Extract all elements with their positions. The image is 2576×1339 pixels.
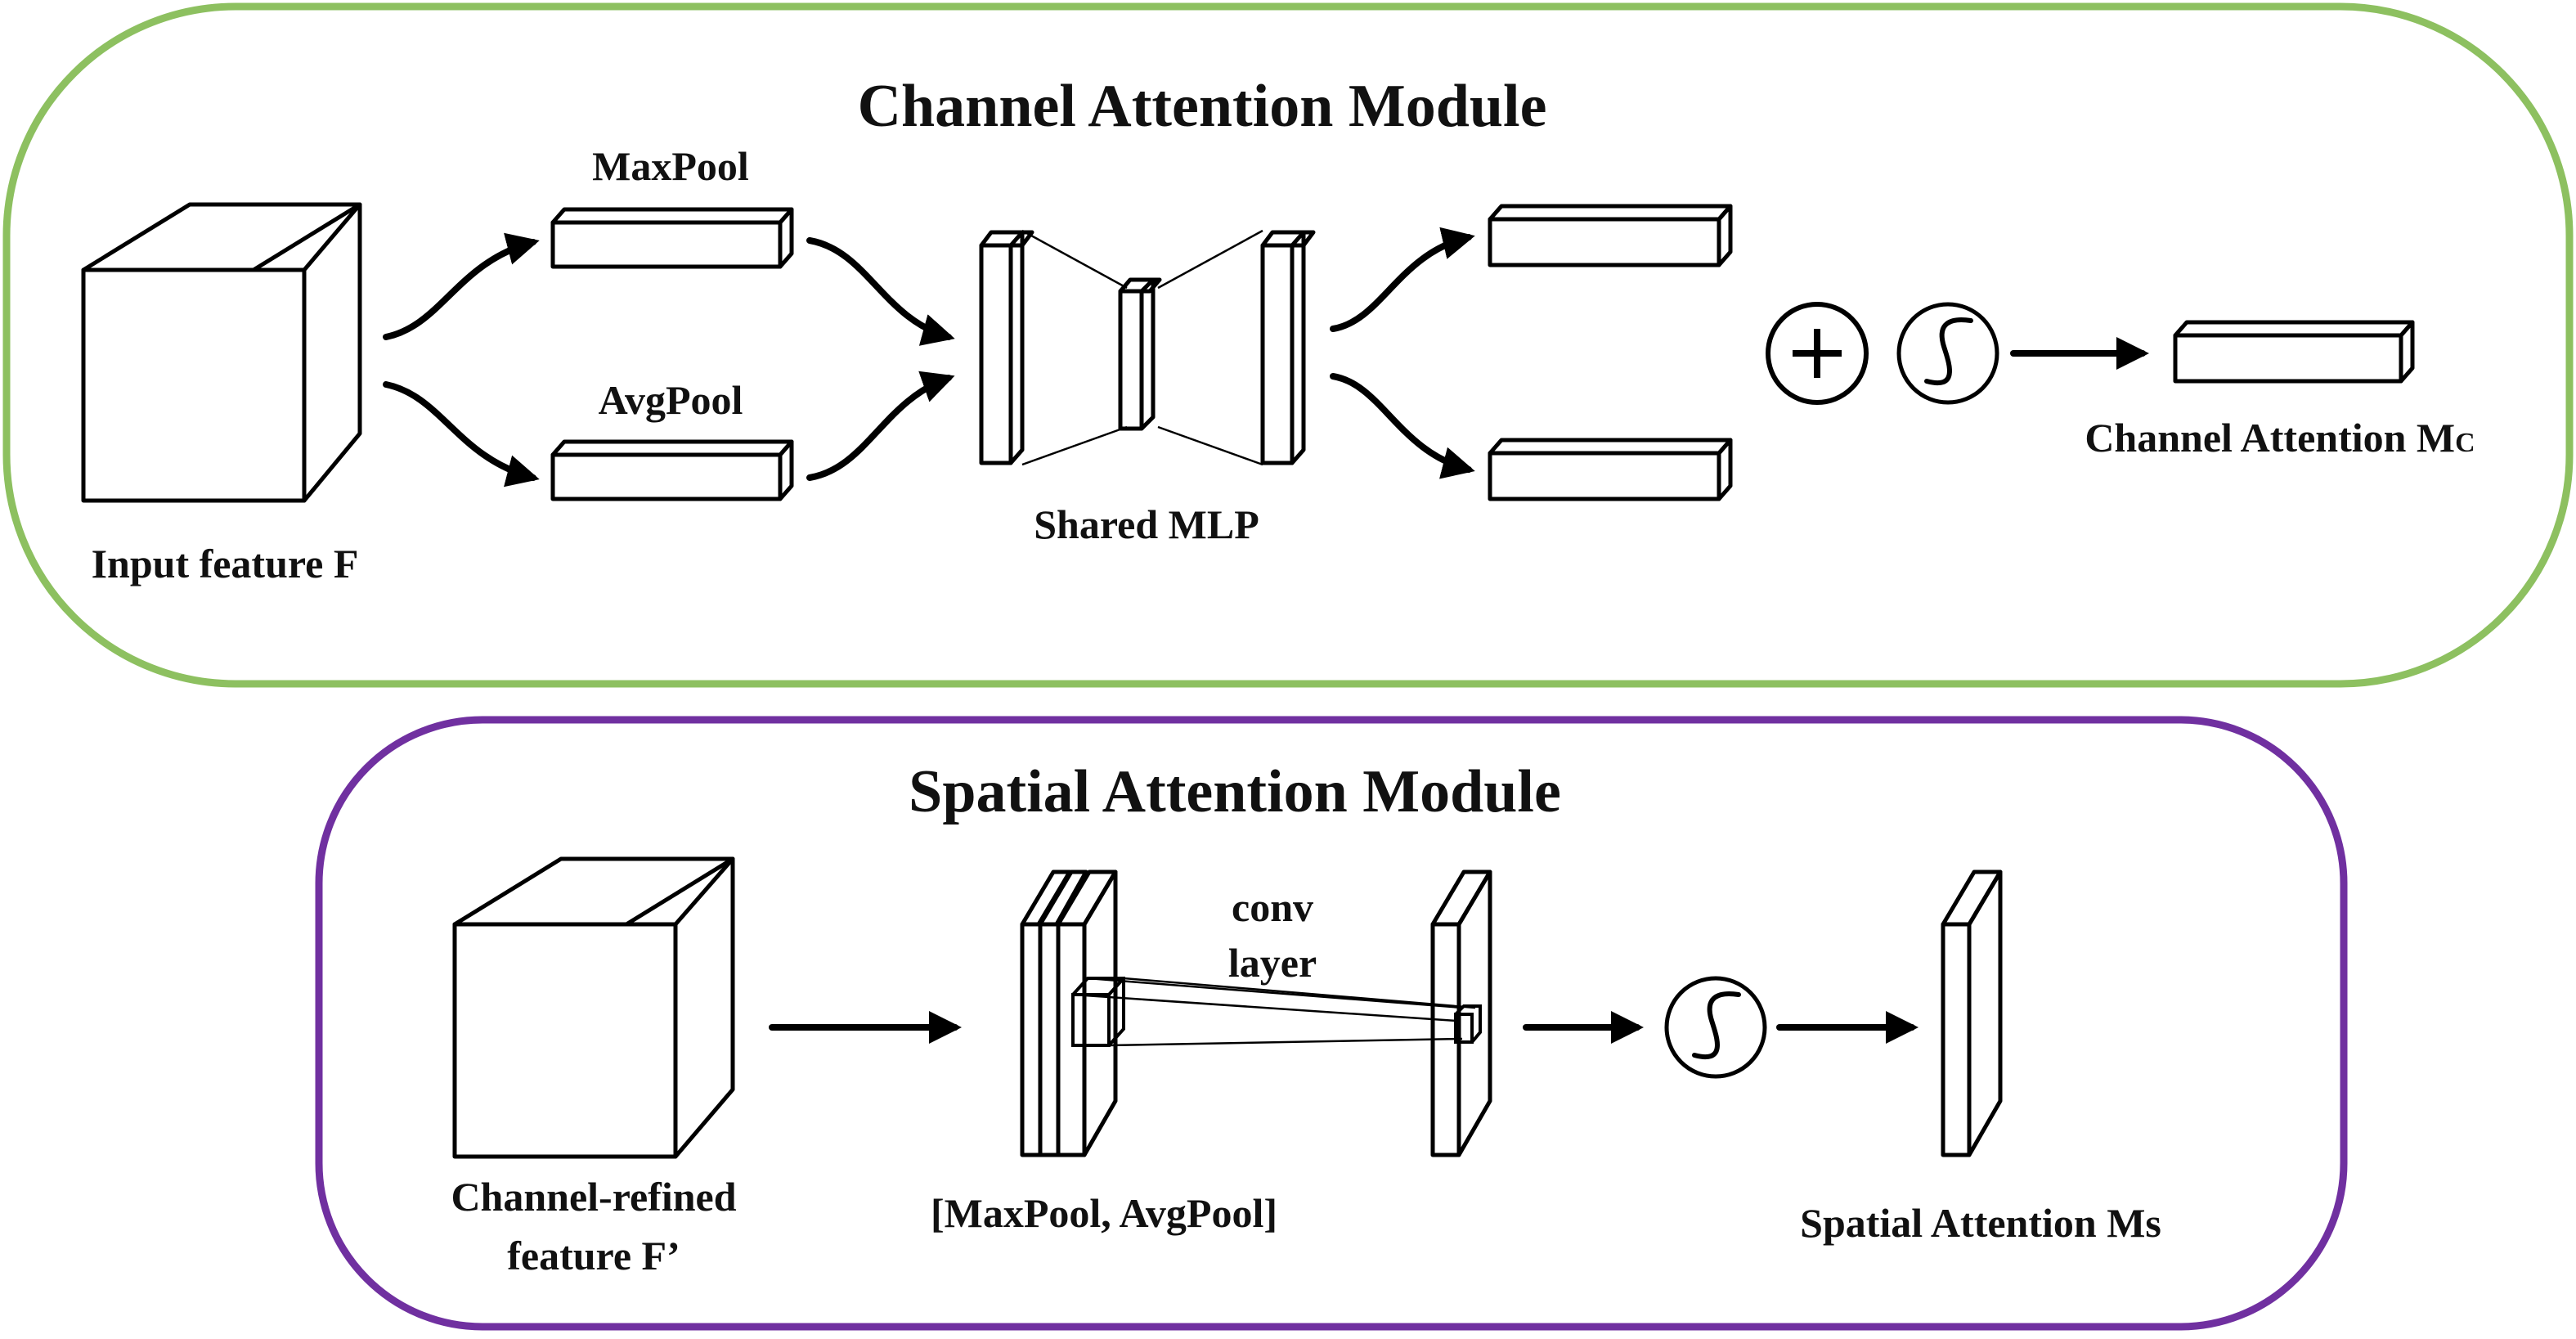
conv-layer-label-line2: layer <box>1228 940 1317 986</box>
spatial-module-title: Spatial Attention Module <box>909 758 1561 825</box>
avgpool-bar <box>550 439 794 501</box>
arrow-to-maxpool <box>383 232 540 340</box>
mlp-output-avgpool-bar <box>1488 438 1733 501</box>
input-feature-label: Input feature F <box>92 541 359 586</box>
channel-module-border <box>2 2 2574 688</box>
spatial-module-border <box>315 716 2348 1331</box>
spatial-attention-output-map <box>1941 869 2003 1157</box>
arrow-mlp-to-bottom-output <box>1330 373 1475 479</box>
channel-refined-feature-cube <box>452 856 735 1159</box>
plus-icon <box>1766 302 1869 405</box>
channel-refined-label-line2: feature F’ <box>507 1233 680 1278</box>
shared-mlp-label: Shared MLP <box>1034 501 1259 547</box>
sigmoid-icon <box>1896 302 1999 405</box>
channel-attention-module: Channel Attention Module Input feature F… <box>2 2 2574 688</box>
conv-layer-label-line1: conv <box>1232 884 1313 930</box>
channel-attention-label: Channel Attention MC <box>2085 415 2475 461</box>
channel-attention-label-main: Channel Attention M <box>2085 415 2455 461</box>
conv-output-map <box>1430 869 1492 1157</box>
pooled-maps-label: [MaxPool, AvgPool] <box>931 1190 1277 1236</box>
arrow-mlp-to-top-output <box>1330 227 1475 332</box>
maxpool-label: MaxPool <box>592 143 749 189</box>
channel-refined-label-line1: Channel-refined <box>451 1174 736 1220</box>
maxpool-bar <box>550 207 794 269</box>
shared-mlp <box>979 229 1316 466</box>
avgpool-label: AvgPool <box>599 377 743 423</box>
conv-projection-lines <box>1072 977 1476 1047</box>
channel-attention-label-sub: C <box>2455 428 2475 458</box>
pooled-feature-maps <box>1020 869 1125 1157</box>
channel-attention-output-bar <box>2173 320 2415 384</box>
channel-module-title: Channel Attention Module <box>858 73 1547 140</box>
spatial-attention-label: Spatial Attention Ms <box>1800 1200 2161 1246</box>
arrow-maxpool-to-mlp <box>806 237 955 346</box>
arrow-to-avgpool <box>383 381 540 488</box>
spatial-sigmoid-icon <box>1664 976 1767 1079</box>
spatial-attention-module: Spatial Attention Module Channel-refined… <box>315 716 2348 1331</box>
mlp-output-maxpool-bar <box>1488 204 1733 267</box>
arrow-avgpool-to-mlp <box>806 371 955 481</box>
input-feature-cube <box>81 202 362 503</box>
